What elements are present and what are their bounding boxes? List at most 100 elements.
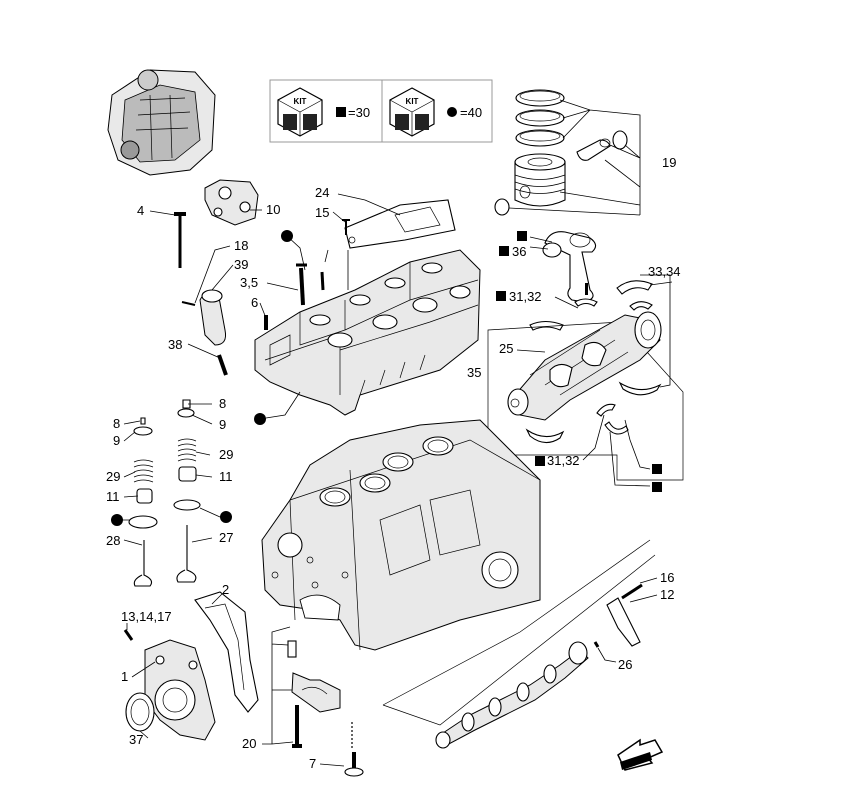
- leader-bolt-dot: [324, 249, 329, 263]
- leader-18: [194, 245, 231, 304]
- leader-head-dot: [265, 391, 301, 419]
- direction-arrow-icon: [617, 738, 664, 771]
- leader-4: [149, 210, 176, 216]
- front-cover-gasket: [194, 591, 259, 713]
- label-19: 19: [662, 155, 676, 170]
- label-33-34: 33,34: [648, 264, 681, 279]
- dowel-pin: [287, 640, 297, 658]
- leader-7: [319, 763, 345, 767]
- thrust-washer-lower-2: [604, 421, 629, 435]
- leader-26: [597, 647, 617, 663]
- label-10: 10: [266, 202, 280, 217]
- thrust-washer-upper: [574, 298, 598, 307]
- sensor-38: [217, 354, 228, 376]
- label-7: 7: [309, 756, 316, 771]
- label-27: 27: [219, 530, 233, 545]
- square-marker-2: [499, 246, 509, 256]
- label-31-32-top: 31,32: [509, 289, 542, 304]
- leader-15: [332, 211, 346, 223]
- leader-37: [139, 730, 149, 739]
- leader-6: [259, 302, 267, 319]
- bolt-15: [342, 219, 350, 235]
- label-11-left: 11: [106, 489, 120, 504]
- dot-marker-4: [220, 511, 232, 523]
- dot-marker-2: [254, 413, 266, 425]
- label-4: 4: [137, 203, 144, 218]
- label-6: 6: [251, 295, 258, 310]
- label-38: 38: [168, 337, 182, 352]
- main-bearing-cap: [291, 672, 341, 713]
- head-bolt: [299, 267, 305, 306]
- kit-box-40: KIT =40: [381, 79, 493, 143]
- label-20: 20: [242, 736, 256, 751]
- label-1: 1: [121, 669, 128, 684]
- leader-24: [337, 193, 401, 216]
- label-15: 15: [315, 205, 329, 220]
- crankshaft: [507, 311, 662, 421]
- label-28: 28: [106, 533, 120, 548]
- screw-13: [123, 629, 134, 641]
- label-18: 18: [234, 238, 248, 253]
- square-marker-1: [517, 231, 527, 241]
- square-symbol: [336, 107, 346, 117]
- leader-12: [629, 594, 658, 603]
- bolt-16: [621, 583, 643, 600]
- leader-33-34: [640, 274, 673, 388]
- leader-valve-left: [123, 420, 143, 546]
- connecting-rod: [542, 231, 597, 303]
- label-26: 26: [618, 657, 632, 672]
- kit-value-40: =40: [460, 105, 482, 120]
- bearing-shell-lower: [525, 428, 565, 444]
- label-31-32-bottom: 31,32: [547, 453, 580, 468]
- pin-clip-left: [494, 198, 510, 216]
- engine-thumbnail: [107, 69, 216, 176]
- piston: [514, 153, 566, 207]
- stud-bolt: [320, 271, 325, 291]
- leader-rod-square: [529, 236, 553, 243]
- leader-36: [529, 246, 549, 250]
- leader-20: [262, 626, 294, 745]
- label-25: 25: [499, 341, 513, 356]
- label-39: 39: [234, 257, 248, 272]
- label-37: 37: [129, 732, 143, 747]
- label-16: 16: [660, 570, 674, 585]
- cylinder-block: [261, 419, 541, 651]
- label-9-left: 9: [113, 433, 120, 448]
- kit-text-40: KIT: [406, 97, 419, 106]
- main-bearing-shell-2: [629, 301, 653, 311]
- label-29-left: 29: [106, 469, 120, 484]
- cylinder-head: [254, 249, 481, 416]
- leader-rod-bolt: [624, 419, 651, 470]
- bearing-shell-upper: [529, 320, 564, 331]
- screw-18: [181, 301, 196, 306]
- square-marker-3: [496, 291, 506, 301]
- leader-39: [211, 264, 234, 291]
- kit-box-30: KIT =30: [269, 79, 383, 143]
- label-29-right: 29: [219, 447, 233, 462]
- label-13-14-17: 13,14,17: [121, 609, 172, 624]
- camshaft: [435, 641, 589, 749]
- leader-valve-right: [188, 403, 221, 543]
- square-marker-6: [652, 482, 662, 492]
- square-marker-4: [535, 456, 545, 466]
- label-2: 2: [222, 582, 229, 597]
- valve-train-right: [173, 399, 201, 583]
- dot-marker-3: [111, 514, 123, 526]
- leader-16: [639, 577, 658, 584]
- main-bearing-shell-1: [616, 280, 653, 295]
- label-35: 35: [467, 365, 481, 380]
- leader-1: [131, 661, 156, 678]
- label-24: 24: [315, 185, 329, 200]
- label-8-right: 8: [219, 396, 226, 411]
- label-11-right: 11: [219, 469, 233, 484]
- leader-19: [508, 99, 641, 216]
- camshaft-guide: [382, 539, 656, 726]
- label-8-left: 8: [113, 416, 120, 431]
- thermostat-housing: [204, 179, 259, 226]
- dot-symbol: [447, 107, 457, 117]
- leader-31-32-b: [582, 414, 651, 487]
- leader-2: [211, 593, 223, 605]
- square-marker-5: [652, 464, 662, 474]
- key-26: [593, 641, 600, 648]
